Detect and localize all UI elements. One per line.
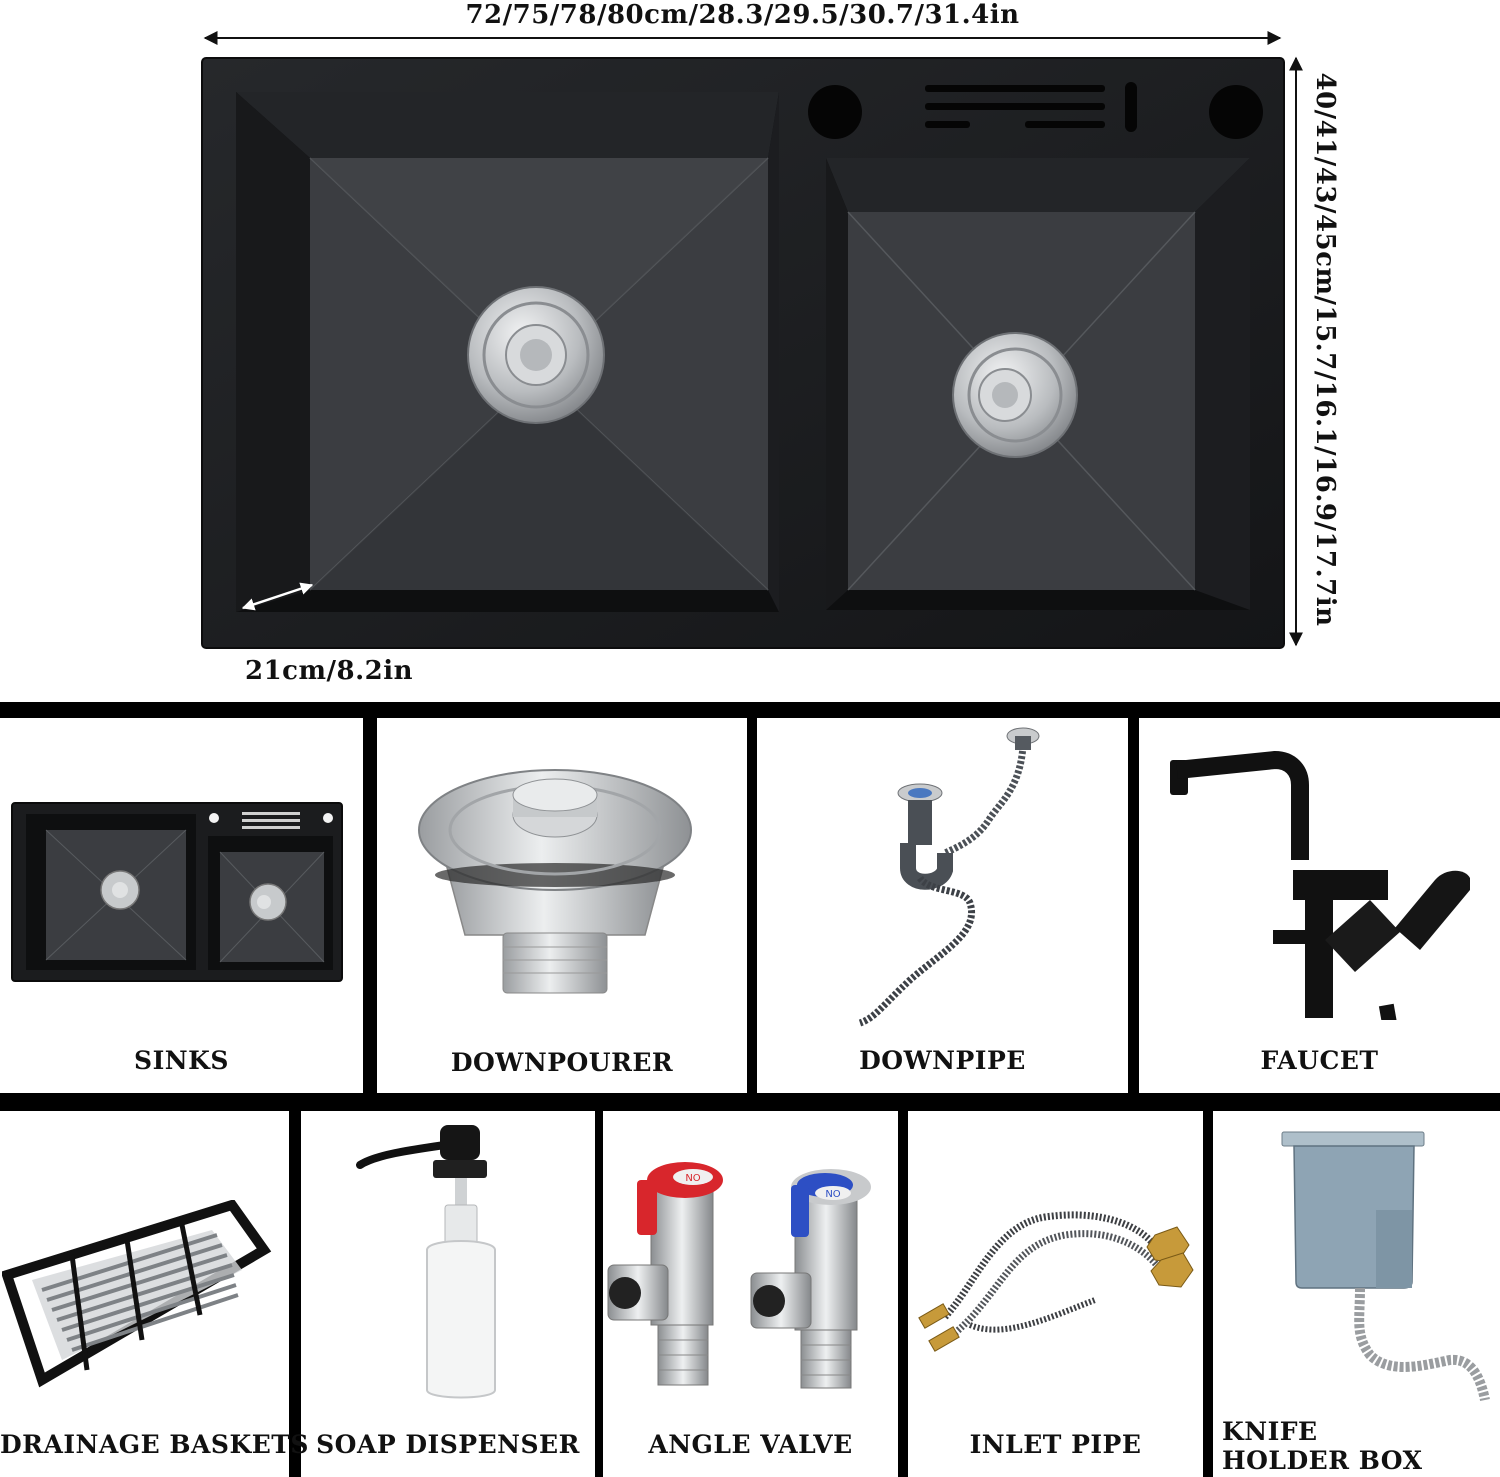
soap-dispenser-icon [356,1125,496,1399]
component-label: SOAP DISPENSER [316,1430,580,1459]
basket-icon [2,1200,272,1388]
grid-divider [1203,1093,1213,1477]
component-label: SINKS [134,1046,229,1075]
grid-divider [1128,702,1139,1097]
grid-divider [595,1093,603,1477]
grid-band-middle [0,1093,1500,1111]
component-label: DOWNPIPE [859,1046,1026,1075]
valve-mark: NO [685,1173,700,1184]
grid-divider [898,1093,908,1477]
sink-icon [11,802,343,982]
grid-divider [289,1093,301,1477]
valve-mark: NO [825,1189,840,1200]
bowl-depth-label: 21cm/8.2in [245,656,414,686]
component-label: FAUCET [1260,1046,1379,1075]
width-dimension-label: 72/75/78/80cm/28.3/29.5/30.7/31.4in [465,0,1020,30]
grid-divider [747,702,757,1097]
angle-valve-icon: NO NO [607,1162,871,1389]
strainer-icon [418,769,692,994]
faucet-icon [1170,751,1470,1020]
main-sink-illustration [201,31,1303,649]
component-label: KNIFE HOLDER BOX [1222,1417,1423,1475]
inlet-pipe-icon [918,1211,1194,1352]
component-label: DRAINAGE BASKETS [0,1430,309,1459]
drain-pipe-icon [858,727,1040,1027]
grid-divider [363,702,377,1097]
component-label: INLET PIPE [969,1430,1142,1459]
component-label: ANGLE VALVE [648,1430,853,1459]
component-label: DOWNPOURER [450,1048,674,1077]
knife-holder-box-icon [1281,1131,1490,1402]
